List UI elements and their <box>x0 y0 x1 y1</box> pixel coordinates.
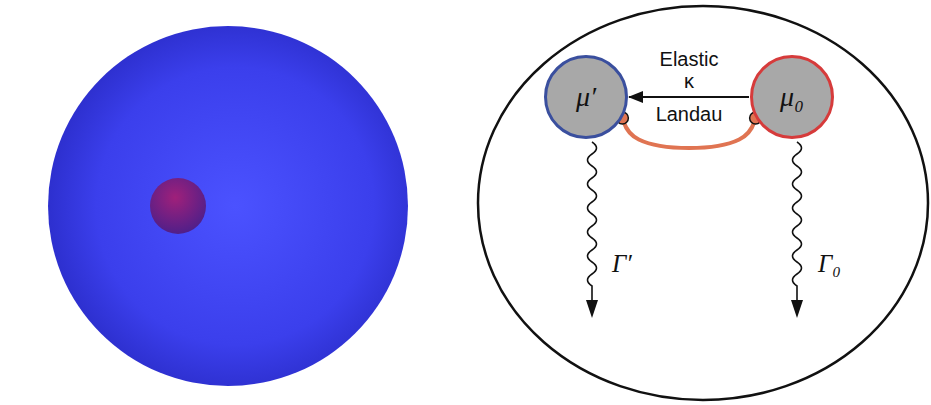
decay-wave <box>588 142 597 302</box>
transfer-arrow <box>629 96 749 98</box>
decay-rate: Γ′ <box>612 250 632 278</box>
state-circle: μ₀ <box>750 55 834 139</box>
outer-sphere <box>48 26 408 386</box>
decay-wave <box>793 142 802 302</box>
edge-label: Landau <box>656 103 723 125</box>
decay-arrowhead <box>791 300 803 318</box>
system-ellipse <box>478 6 928 400</box>
state-symbol: μ′ <box>576 82 596 113</box>
edge-group <box>629 97 749 98</box>
decay-arrowhead <box>586 300 598 318</box>
inner-sphere <box>150 178 206 234</box>
circle-shape <box>752 57 833 138</box>
state-circle: μ′ <box>544 55 628 139</box>
edge-label: Elastic κ <box>660 48 719 92</box>
decay-rate: Γ₀ <box>818 250 841 278</box>
state-symbol: μ₀ <box>780 82 804 113</box>
circle-shape <box>546 57 627 138</box>
